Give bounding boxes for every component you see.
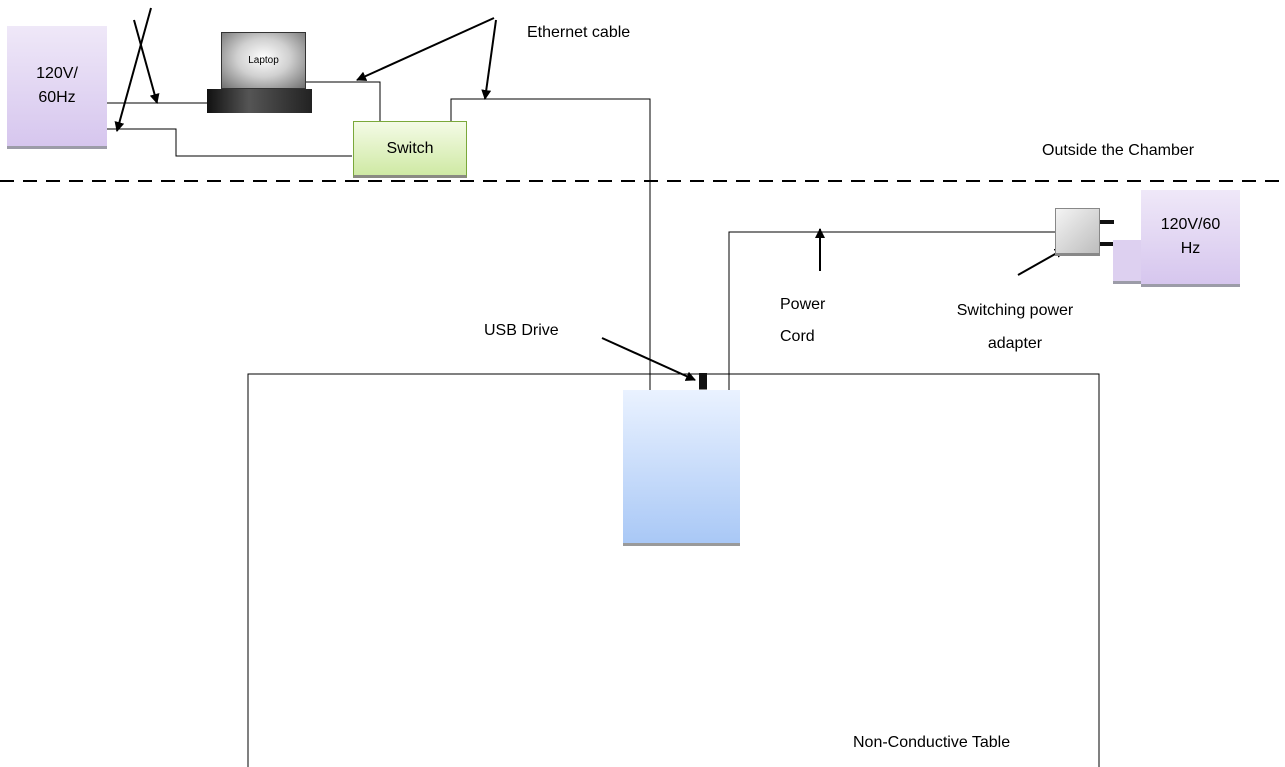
adapter-prong-top	[1098, 220, 1114, 224]
power-cord-left-to-switch	[107, 128, 352, 157]
ethernet-cable-label: Ethernet cable	[527, 24, 631, 41]
table-label: Non-Conductive Table	[853, 734, 1011, 751]
arrow-power-cords-2	[133, 19, 160, 104]
ethernet-laptop-to-switch	[306, 81, 381, 121]
arrow-ethernet-2	[481, 19, 497, 100]
table-outline	[247, 373, 1100, 767]
arrow-usb-drive	[601, 337, 696, 381]
switching-power-adapter	[1055, 208, 1100, 256]
usb-drive-stick	[699, 373, 707, 391]
switching-adapter-label-line2: adapter	[987, 335, 1043, 352]
arrow-power-cords-1	[114, 7, 152, 132]
power-source-right-line2: Hz	[1180, 240, 1201, 257]
outside-chamber-label: Outside the Chamber	[1042, 142, 1195, 159]
network-switch: Switch	[353, 121, 467, 178]
ethernet-switch-to-device	[450, 98, 651, 390]
switching-adapter-label-line1: Switching power	[956, 302, 1074, 319]
usb-drive-label: USB Drive	[484, 322, 559, 339]
device-under-test	[623, 390, 740, 546]
power-source-right-shadow	[1113, 240, 1141, 284]
arrow-ethernet-1	[356, 17, 495, 81]
power-cord-label: Power Cord	[780, 289, 825, 353]
power-source-right: 120V/60 Hz	[1141, 190, 1240, 287]
power-cord-label-line1: Power	[780, 296, 826, 313]
laptop-base	[207, 89, 312, 113]
power-cord-label-line2: Cord	[780, 328, 815, 345]
power-source-right-line1: 120V/60	[1160, 216, 1221, 233]
laptop-label: Laptop	[248, 55, 279, 66]
device-power-cord	[728, 231, 1056, 390]
adapter-prong-bottom	[1098, 242, 1114, 246]
laptop: Laptop	[221, 32, 306, 89]
power-source-left-line1: 120V/	[36, 65, 78, 82]
power-source-left: 120V/ 60Hz	[7, 26, 107, 149]
power-source-left-line2: 60Hz	[38, 89, 76, 106]
switch-label: Switch	[386, 139, 434, 157]
switching-adapter-label: Switching power adapter	[935, 294, 1095, 360]
